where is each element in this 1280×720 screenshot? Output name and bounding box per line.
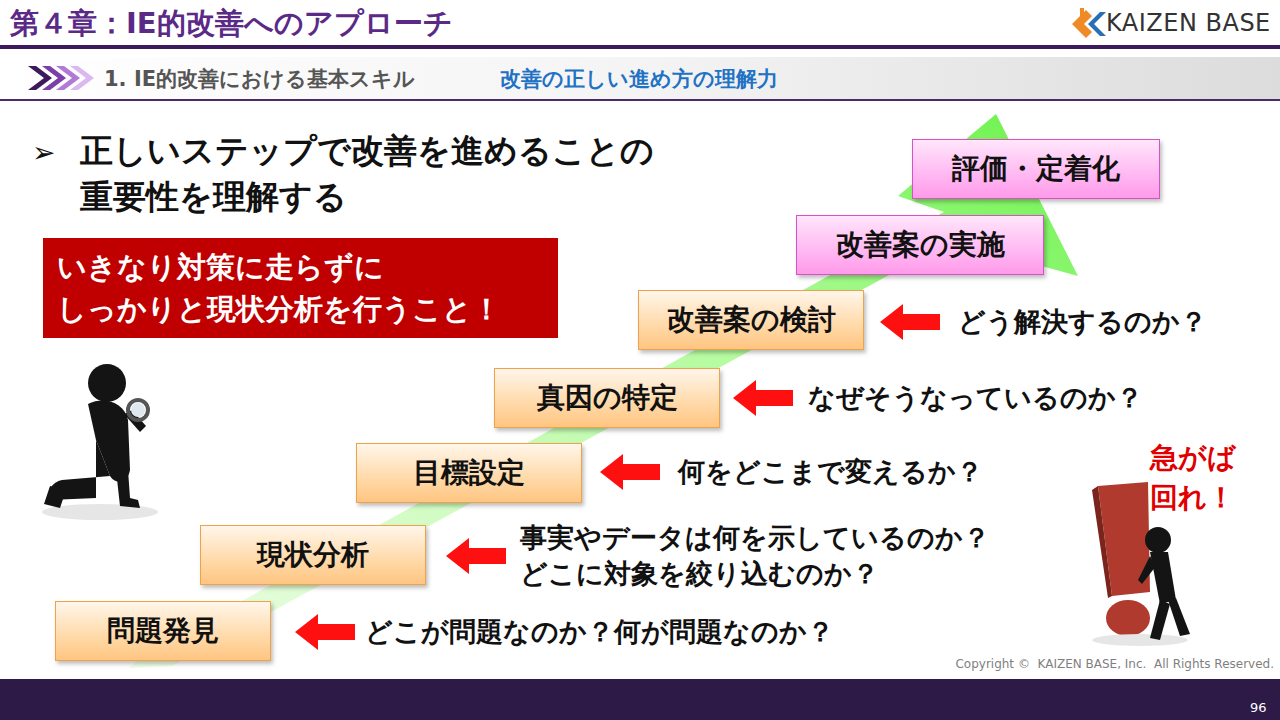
footer-bar xyxy=(0,679,1280,720)
bullet-mark: ➢ xyxy=(32,136,55,169)
step-box: 問題発見 xyxy=(55,601,271,661)
slide-heading: 正しいステップで改善を進めることの 重要性を理解する xyxy=(80,128,760,220)
subheader-rule xyxy=(0,99,1280,101)
page-number: 96 xyxy=(1250,700,1267,715)
step-box: 現状分析 xyxy=(200,525,426,585)
logo-icon xyxy=(1072,8,1106,38)
step-box: 改善案の実施 xyxy=(796,215,1044,275)
subheader-band: 1. IE的改善における基本スキル 改善の正しい進め方の理解力 xyxy=(0,57,1280,99)
question-text: どこが問題なのか？何が問題なのか？ xyxy=(365,614,834,650)
proverb-text: 急がば 回れ！ xyxy=(1150,438,1260,518)
question-text: なぜそうなっているのか？ xyxy=(808,380,1143,416)
inspector-figure xyxy=(42,364,158,520)
logo-text: KAIZEN BASE xyxy=(1106,9,1271,37)
step-text: 真因の特定 xyxy=(537,379,678,417)
step-text: 改善案の検討 xyxy=(667,301,836,339)
step-text: 改善案の実施 xyxy=(836,226,1005,264)
chevrons xyxy=(28,66,94,90)
section-topic: 改善の正しい進め方の理解力 xyxy=(500,65,778,93)
copyright-text: Copyright © KAIZEN BASE, Inc. All Rights… xyxy=(955,657,1274,671)
subheader-band xyxy=(0,57,1280,99)
step-text: 評価・定着化 xyxy=(952,150,1120,188)
slide-title: 第４章：IE的改善へのアプローチ xyxy=(10,4,453,44)
step-box: 目標設定 xyxy=(356,443,582,503)
question-text: 事実やデータは何を示しているのか？ どこに対象を絞り込むのか？ xyxy=(520,520,1140,592)
warning-text: いきなり対策に走らずに しっかりと現状分析を行うこと！ xyxy=(57,246,537,330)
step-box: 改善案の検討 xyxy=(638,290,864,350)
header-rule xyxy=(0,45,1280,49)
section-label: 1. IE的改善における基本スキル xyxy=(104,65,415,93)
step-text: 現状分析 xyxy=(257,536,369,574)
step-box: 評価・定着化 xyxy=(912,139,1160,199)
question-text: どう解決するのか？ xyxy=(958,304,1207,340)
question-text: 何をどこまで変えるか？ xyxy=(678,454,983,490)
warning-box: いきなり対策に走らずに しっかりと現状分析を行うこと！ xyxy=(43,238,558,338)
step-text: 目標設定 xyxy=(413,454,525,492)
step-text: 問題発見 xyxy=(107,612,219,650)
step-box: 真因の特定 xyxy=(494,368,720,428)
